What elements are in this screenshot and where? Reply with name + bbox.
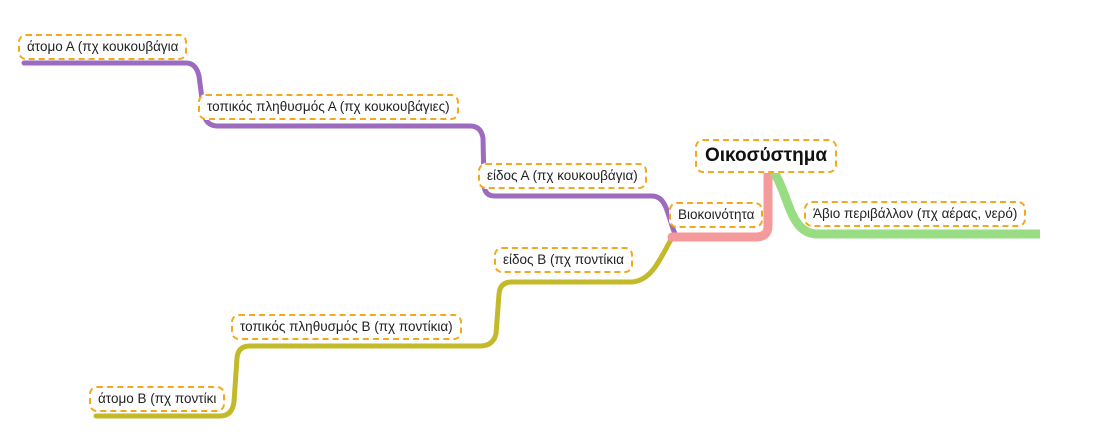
link-community-species-a (21, 60, 679, 239)
node-individual-b[interactable]: άτομο Β (πχ ποντίκι (89, 386, 226, 412)
node-population-b[interactable]: τοπικός πληθυσμός Β (πχ ποντίκια) (231, 314, 462, 340)
link-root-abiotic (770, 169, 1040, 239)
node-population-a[interactable]: τοπικός πληθυσμός Α (πχ κουκουβάγιες) (198, 94, 459, 120)
node-biocommunity[interactable]: Βιοκοινότητα (669, 202, 764, 228)
node-species-b[interactable]: είδος Β (πχ ποντίκια (494, 247, 633, 273)
node-species-a[interactable]: είδος Α (πχ κουκουβάγια) (478, 163, 647, 189)
node-individual-a[interactable]: άτομο Α (πχ κουκουβάγια (18, 34, 188, 60)
link-community-species-b (93, 235, 675, 419)
node-abiotic-environment[interactable]: Άβιο περιβάλλον (πχ αέρας, νερό) (804, 201, 1027, 227)
link-root-community (667, 167, 773, 242)
root-node-ecosystem[interactable]: Οικοσύστημα (695, 139, 838, 173)
